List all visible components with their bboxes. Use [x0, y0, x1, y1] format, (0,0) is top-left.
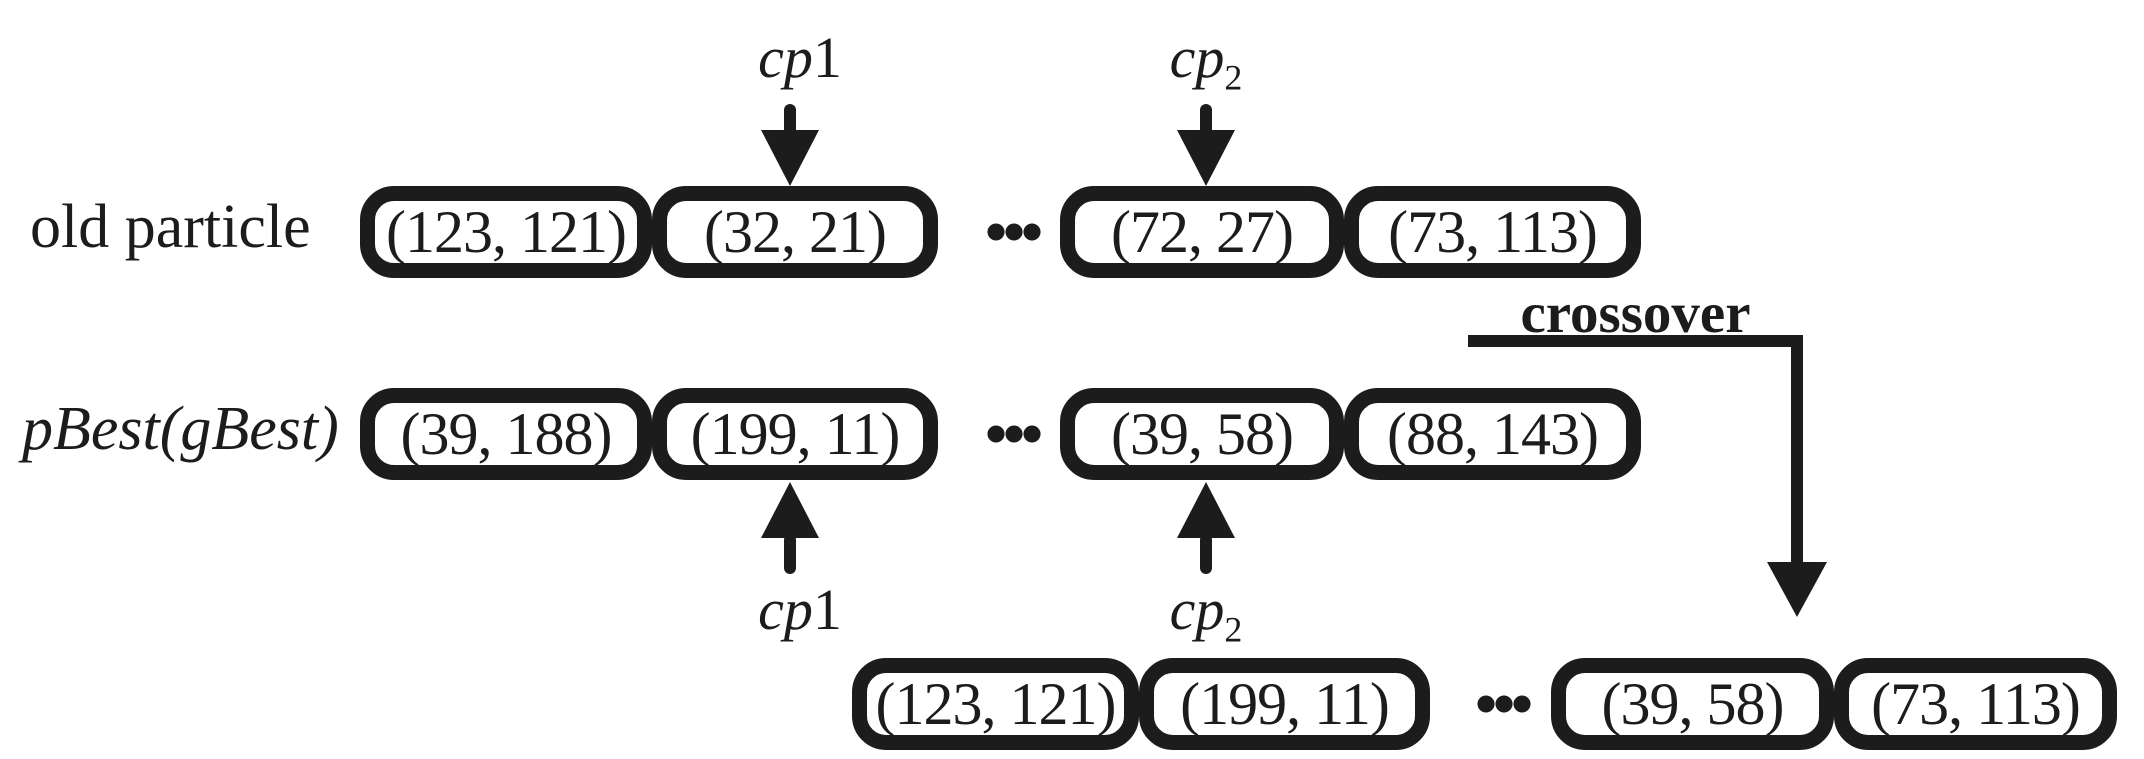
cp2-marker-top-label: cp2 [1146, 26, 1266, 98]
cp1-base: cp [758, 25, 813, 90]
offspring-cell-2: (199, 11) [1139, 658, 1430, 750]
cp2-base: cp [1169, 25, 1225, 90]
cp2-subscript: 2 [1224, 609, 1243, 650]
cp1-down-arrow-head [761, 130, 819, 186]
offspring-cell-1: (123, 121) [852, 658, 1139, 750]
pbest-cell-2: (199, 11) [652, 388, 938, 480]
offspring-cell-3: (39, 58) [1551, 658, 1834, 750]
old-particle-cell-4: (73, 113) [1344, 186, 1641, 278]
pbest-ellipsis: ··· [979, 380, 1048, 488]
cp2-up-arrow-head [1177, 482, 1235, 538]
offspring-cell-4: (73, 113) [1834, 658, 2117, 750]
crossover-arrow-head [1767, 562, 1827, 617]
pbest-row-label: pBest(gBest) [22, 395, 339, 463]
old-particle-row-label: old particle [30, 193, 311, 261]
crossover-connector-horizontal [1468, 335, 1803, 347]
cp2-base: cp [1169, 577, 1225, 642]
cp1-up-arrow-head [761, 482, 819, 538]
offspring-ellipsis: ··· [1469, 650, 1538, 758]
pbest-cell-4: (88, 143) [1344, 388, 1641, 480]
old-particle-cell-2: (32, 21) [652, 186, 938, 278]
pbest-cell-1: (39, 188) [360, 388, 652, 480]
cp2-subscript: 2 [1224, 57, 1243, 98]
cp1-base: cp [758, 577, 813, 642]
cp1-suffix: 1 [812, 577, 842, 642]
old-particle-cell-1: (123, 121) [360, 186, 652, 278]
old-particle-ellipsis: ··· [979, 178, 1048, 286]
cp2-down-arrow-head [1177, 130, 1235, 186]
cp2-up-arrow-shaft [1200, 534, 1212, 574]
cp2-marker-bottom-label: cp2 [1146, 578, 1266, 650]
cp1-marker-top-label: cp1 [740, 26, 860, 90]
cp1-marker-bottom-label: cp1 [740, 578, 860, 642]
cp1-suffix: 1 [812, 25, 842, 90]
old-particle-cell-3: (72, 27) [1060, 186, 1344, 278]
cp1-up-arrow-shaft [784, 534, 796, 574]
crossover-label: crossover [1520, 282, 1751, 345]
crossover-connector-vertical [1791, 335, 1803, 567]
pbest-cell-3: (39, 58) [1060, 388, 1344, 480]
